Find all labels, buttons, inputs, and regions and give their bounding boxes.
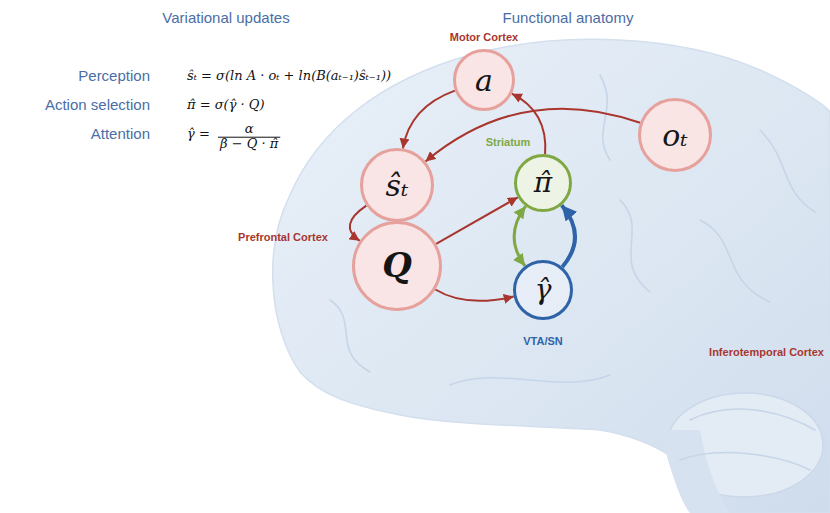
connector-arrow [403,91,455,149]
brainstem [660,430,730,513]
connector-arrow [514,206,525,266]
circle-shape [455,51,514,110]
node-symbol: γ̂ [535,275,552,306]
node-symbol: ŝₜ [386,169,409,202]
connector-arrow [562,205,575,267]
node-symbol: π̂ [534,168,552,199]
gyrus-line [680,453,810,470]
state-circle: a [453,49,515,111]
column-heading: Variational updates [162,9,289,27]
connector-arrow [426,109,641,162]
circle-shape [362,150,433,221]
gyrus-line [600,75,610,160]
gyrus-line [450,375,610,385]
region-label: Striatum [486,136,531,149]
region-label: Inferotemporal Cortex [709,346,824,359]
region-label: VTA/SN [523,335,563,348]
region-label: Motor Cortex [450,31,518,44]
state-circle: Q [352,221,442,311]
fraction-numerator: α [245,121,254,137]
state-circle: γ̂ [513,260,573,320]
fraction-denominator: β − Q · π̂ [220,136,278,152]
row-label: Attention [91,125,150,143]
state-circle: oₜ [638,98,712,172]
node-symbol: oₜ [662,119,687,152]
equation: γ̂ = [187,126,210,142]
node-symbol: Q [382,247,412,284]
gyrus-line [330,300,370,372]
equation: π̂ = σ(γ̂ · Q) [187,97,265,113]
node-symbol: a [475,64,493,97]
region-label: Prefrontal Cortex [238,231,328,244]
row-label: Perception [78,67,150,85]
circle-shape [515,262,572,319]
gyrus-line [760,130,815,212]
brain-outline [273,39,830,513]
circle-shape [516,156,571,211]
circle-shape [354,223,441,310]
connector-arrow [350,206,367,241]
state-circle: π̂ [514,154,572,212]
gyrus-line [690,409,815,430]
column-heading: Functional anatomy [503,9,634,27]
state-circle: ŝₜ [360,148,434,222]
connector-arrow [435,290,513,301]
gyrus-line [700,220,770,302]
circle-shape [640,100,711,171]
equation: ŝₜ = σ(ln A · oₜ + ln(B(aₜ₋₁)ŝₜ₋₁)) [187,68,391,84]
row-label: Action selection [45,96,150,114]
connector-arrow [436,197,518,244]
gyrus-line [620,200,650,292]
